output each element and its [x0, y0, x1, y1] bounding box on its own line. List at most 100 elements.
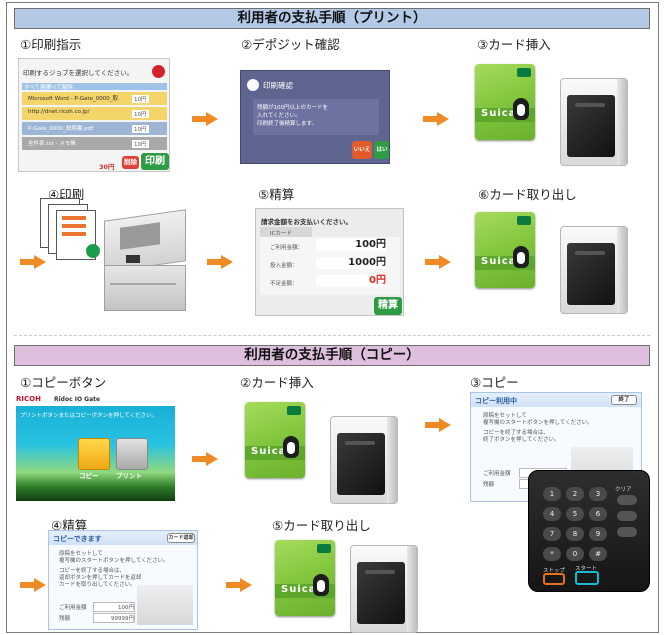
amount-label: ご利用金額 — [59, 605, 87, 611]
deposit-msg-line2: 入れてください。 — [257, 113, 301, 119]
keypad-key[interactable]: 7 — [543, 527, 561, 541]
card-brand: Suica — [481, 256, 517, 267]
keypad-key[interactable]: 8 — [566, 527, 584, 541]
card-slot — [575, 251, 605, 255]
job-row[interactable]: Microsoft Word - P-Gate_0000_取 10円 — [22, 92, 167, 105]
tab-select-all[interactable]: すべて選択 — [24, 85, 51, 91]
ridoc-home-screen: RICOH Ridoc IO Gate プリントボタンまたはコピーボタンを押して… — [16, 395, 175, 501]
deposit-msg-line1: 残額が100円以上のカードを — [257, 105, 328, 111]
job-price: 10円 — [132, 95, 149, 103]
print-button-label[interactable]: プリント — [116, 472, 142, 480]
ready-msg: カードを取り出してください。 — [59, 582, 136, 588]
stop-key-label: ストップ — [543, 568, 566, 574]
tab-ic-card[interactable]: ICカード — [260, 227, 312, 237]
terminal-side — [617, 227, 627, 313]
print-step-6-label: ⑥カード取り出し — [478, 187, 577, 202]
print-step-5-label: ⑤精算 — [258, 187, 295, 202]
copy-msg: 複写機のスタートボタンを押してください。 — [483, 420, 593, 426]
suica-card: Suica — [275, 540, 335, 616]
keypad-key[interactable]: # — [589, 547, 607, 561]
function-key[interactable] — [617, 527, 637, 537]
suica-card: Suica — [245, 402, 305, 478]
card-logo-icon — [287, 406, 301, 415]
settle-row-value: 1000円 — [316, 257, 386, 269]
section-divider — [14, 335, 650, 336]
settle-button[interactable]: 精算 — [374, 297, 402, 315]
card-logo-icon — [317, 544, 331, 553]
arrow-icon — [226, 578, 252, 592]
stop-key[interactable] — [543, 573, 565, 585]
settle-row-label: 不足金額： — [270, 281, 298, 287]
copy-step-5-label: ⑤カード取り出し — [272, 518, 371, 533]
function-key[interactable] — [617, 511, 637, 521]
keypad-key[interactable]: 5 — [566, 507, 584, 521]
copy-step-3-label: ③コピー — [470, 375, 519, 390]
amount-label: ご利用金額 — [483, 471, 511, 477]
delete-button[interactable]: 削除 — [122, 156, 139, 169]
job-name: http://dnet.ricoh.co.jp/ — [28, 109, 90, 115]
keypad-key[interactable]: 9 — [589, 527, 607, 541]
start-key[interactable] — [575, 571, 599, 585]
documents-icon — [40, 198, 100, 264]
card-brand: Suica — [251, 446, 287, 457]
print-step-3-label: ③カード挿入 — [477, 37, 551, 52]
end-button[interactable]: 終了 — [611, 395, 637, 405]
terminal-side — [617, 79, 627, 165]
card-logo-icon — [517, 68, 531, 77]
card-return-button[interactable]: カード返却 — [167, 533, 195, 543]
keypad-key[interactable]: 0 — [566, 547, 584, 561]
keypad-key[interactable]: 2 — [566, 487, 584, 501]
arrow-icon — [425, 255, 451, 269]
card-reader-terminal — [330, 416, 398, 504]
ready-msg: 原稿をセットして — [59, 551, 103, 557]
job-price: 10円 — [132, 140, 149, 148]
copy-msg: 終了ボタンを押してください。 — [483, 437, 560, 443]
card-slot — [365, 570, 395, 574]
print-icon[interactable] — [116, 438, 148, 470]
card-reader-terminal — [560, 78, 628, 166]
tab-deselect-all[interactable]: すべて解除 — [46, 85, 73, 91]
copy-step-1-label: ①コピーボタン — [20, 375, 107, 390]
card-brand: Suica — [481, 108, 517, 119]
clear-key-label: クリア — [615, 487, 632, 493]
clear-key[interactable] — [617, 495, 637, 505]
home-background: プリントボタンまたはコピーボタンを押してください。 コピー プリント — [16, 406, 175, 501]
brand-logo: RICOH — [16, 395, 41, 403]
copy-ready-header: コピーできます カード返却 — [49, 531, 197, 545]
copy-msg: 原稿をセットして — [483, 413, 527, 419]
keypad-key[interactable]: 6 — [589, 507, 607, 521]
arrow-icon — [20, 578, 46, 592]
keypad-key[interactable]: 4 — [543, 507, 561, 521]
keypad-key[interactable]: * — [543, 547, 561, 561]
printer-icon — [247, 79, 259, 91]
balance-label: 残額 — [483, 482, 495, 488]
ready-msg: コピーを終了する場合は、 — [59, 568, 126, 574]
job-row[interactable]: 全件表.txt - メモ帳 10円 — [22, 137, 167, 150]
stop-icon[interactable] — [152, 65, 165, 78]
copy-step-2-label: ②カード挿入 — [240, 375, 314, 390]
arrow-icon — [425, 418, 451, 432]
job-row[interactable]: P-Gate_0000_説明書.pdf 10円 — [22, 122, 167, 135]
card-slot — [345, 441, 375, 445]
job-row[interactable]: http://dnet.ricoh.co.jp/ 10円 — [22, 107, 167, 120]
keypad-key[interactable]: 1 — [543, 487, 561, 501]
cancel-button[interactable]: いいえ — [352, 141, 372, 159]
ready-msg: 返却ボタンを押してカードを返却 — [59, 575, 142, 581]
copy-icon[interactable] — [78, 438, 110, 470]
copy-in-use-title: コピー利用中 — [475, 397, 517, 405]
terminal-side — [387, 417, 397, 503]
print-button[interactable]: 印刷 — [141, 153, 169, 170]
balance-value: 99999円 — [93, 613, 135, 623]
page-frame — [6, 2, 659, 633]
balance-label: 残額 — [59, 616, 71, 622]
card-reader-terminal — [560, 226, 628, 314]
penguin-icon — [513, 98, 529, 120]
home-instruction: プリントボタンまたはコピーボタンを押してください。 — [20, 413, 158, 419]
copy-button-label[interactable]: コピー — [79, 472, 99, 480]
amount-value: 100円 — [93, 602, 135, 612]
penguin-icon — [513, 246, 529, 268]
deposit-message-box: 残額が100円以上のカードを 入れてください。 印刷終了後精算します。 — [253, 99, 379, 135]
ok-button[interactable]: はい — [374, 141, 389, 159]
keypad-key[interactable]: 3 — [589, 487, 607, 501]
